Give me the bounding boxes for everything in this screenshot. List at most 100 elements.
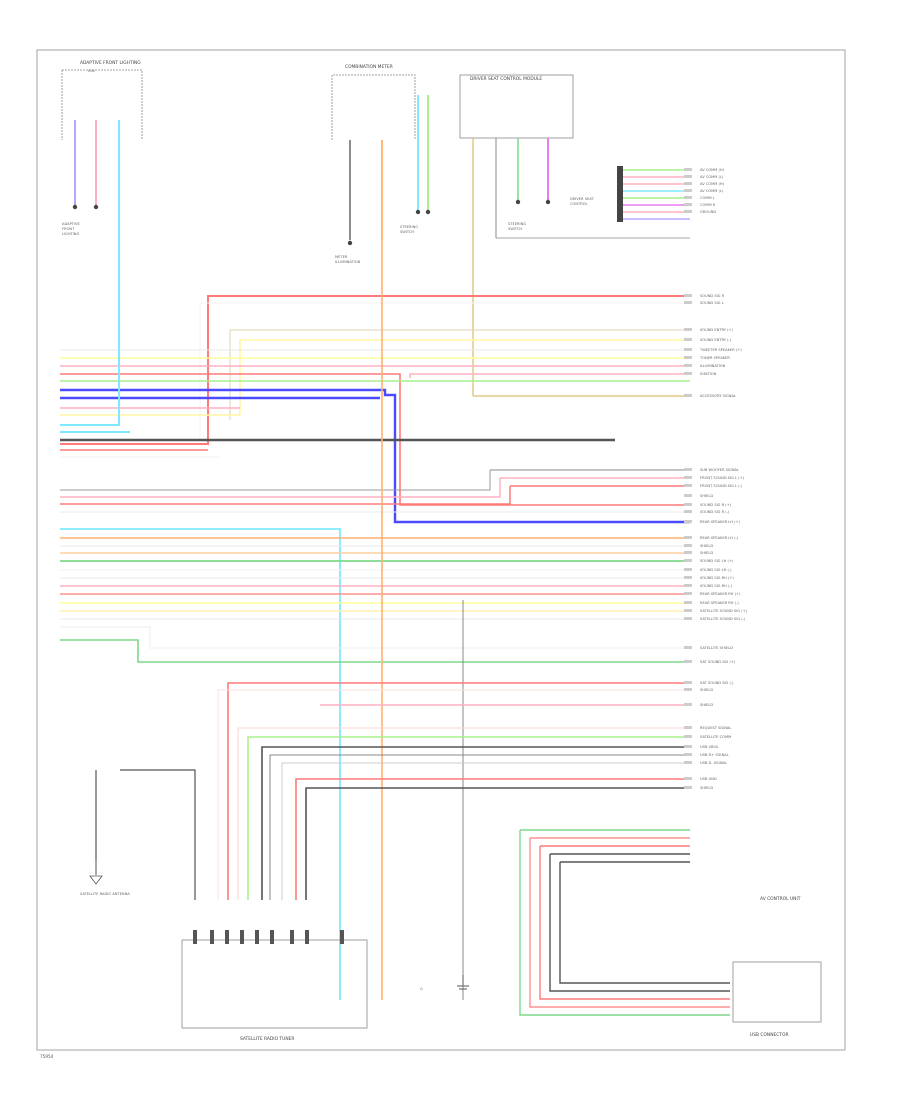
satellite-antenna: SATELLITE RADIO ANTENNA: [80, 860, 130, 896]
page-number: 75954: [40, 1054, 54, 1059]
main-harness: [60, 160, 690, 1000]
svg-text:FRONT: FRONT: [62, 227, 75, 231]
pin-terminal: [684, 338, 692, 341]
pin-terminal: [684, 568, 692, 571]
pin-terminal: [684, 726, 692, 729]
pin-label: USB D- SIGNAL: [700, 761, 727, 765]
pin-terminal: [684, 703, 692, 706]
pin-terminal: [684, 544, 692, 547]
pin-terminal: [684, 745, 692, 748]
pin-label: SOUND SIG L: [700, 301, 724, 305]
pin-label: AV COMM (H): [700, 182, 725, 186]
top-mid-unit-label: COMBINATION METER: [345, 64, 393, 70]
pin-terminal: [684, 735, 692, 738]
svg-text:DRIVER SEAT: DRIVER SEAT: [570, 197, 594, 201]
top-right-unit-label: DRIVER SEAT CONTROL MODULE: [470, 76, 542, 82]
pin-terminal: [684, 196, 692, 199]
pin-label: FRONT SOUND SIG L (+): [700, 476, 745, 480]
svg-text:ILLUMINATION: ILLUMINATION: [335, 260, 361, 264]
pin-label: USB VBUS: [700, 745, 719, 749]
svg-text:METER: METER: [335, 255, 348, 259]
pin-terminal: [684, 356, 692, 359]
pin-label: SATELLITE SOUND SIG (+): [700, 609, 748, 613]
right-comm-block: [496, 166, 690, 239]
bottom-right-unit: USB CONNECTOR: [732, 961, 822, 1038]
pin-terminal: [684, 468, 692, 471]
pin-label: AV COMM (H): [700, 168, 725, 172]
top-mid-unit: COMBINATION METER METER ILLUMINATION STE…: [331, 64, 431, 264]
pin-terminal: [684, 476, 692, 479]
pin-label: IGNITION: [700, 372, 717, 376]
pin-label: SHIELD: [700, 688, 713, 692]
pin-terminal: [684, 761, 692, 764]
pin-terminal: [684, 203, 692, 206]
pin-terminal: [684, 609, 692, 612]
pin-terminal: [684, 328, 692, 331]
diagram-frame: [36, 49, 846, 1051]
svg-text:SWITCH: SWITCH: [508, 227, 522, 231]
svg-text:STEERING: STEERING: [400, 225, 418, 229]
pin-label: SOUND SIG R (+): [700, 503, 732, 507]
pin-label: SAT SOUND SIG (-): [700, 681, 734, 685]
ground-label: G: [420, 987, 423, 991]
svg-text:IGN: IGN: [88, 69, 95, 73]
pin-label: SHIELD: [700, 786, 713, 790]
pin-terminal: [684, 660, 692, 663]
pin-terminal: [684, 348, 692, 351]
pin-terminal: [684, 536, 692, 539]
pin-terminal: [684, 503, 692, 506]
pin-label: SOUND ENTRY (+): [700, 328, 734, 332]
pin-label: USB GND: [700, 777, 717, 781]
pin-label: TWEETER SPEAKER (+): [699, 348, 742, 352]
pin-terminal: [684, 576, 692, 579]
pin-label: TONER SPEAKER: [699, 356, 730, 360]
pin-terminal: [684, 175, 692, 178]
svg-text:LIGHTING: LIGHTING: [62, 232, 79, 236]
pin-label: REQUEST SIGNAL: [700, 726, 731, 730]
pin-terminal: [684, 646, 692, 649]
pin-label: SOUND SIG RH (+): [700, 576, 734, 580]
pin-label: REAR SPEAKER LH (+): [700, 520, 741, 524]
av-control-unit-label: AV CONTROL UNIT: [760, 896, 801, 902]
pin-terminal: [684, 617, 692, 620]
pin-label: AV COMM (L): [700, 175, 724, 179]
pin-terminal: [684, 494, 692, 497]
pin-label: SHIELD: [700, 544, 713, 548]
pin-label: SOUND SIG R: [700, 294, 725, 298]
svg-text:ADAPTIVE: ADAPTIVE: [62, 222, 81, 226]
right-pin-labels: AV COMM (H)AV COMM (L)AV COMM (H)AV COMM…: [684, 168, 748, 790]
pin-label: REAR SPEAKER RH (-): [700, 601, 739, 605]
pin-label: GROUND: [700, 210, 716, 214]
bottom-left-unit: SATELLITE RADIO TUNER: [181, 930, 368, 1042]
pin-terminal: [684, 210, 692, 213]
pin-terminal: [684, 364, 692, 367]
pin-label: SOUND SIG LH (+): [700, 559, 734, 563]
pin-label: REAR SPEAKER RH (+): [700, 592, 741, 596]
pin-terminal: [684, 520, 692, 523]
svg-text:STEERING: STEERING: [508, 222, 526, 226]
top-left-unit-label: ADAPTIVE FRONT LIGHTING: [80, 60, 141, 66]
pin-label: ILLUMINATION: [700, 364, 726, 368]
svg-text:CONTROL: CONTROL: [570, 202, 588, 206]
pin-terminal: [684, 786, 692, 789]
pin-terminal: [684, 601, 692, 604]
pin-terminal: [684, 753, 692, 756]
pin-label: ACCESSORY SIGNAL: [700, 394, 736, 398]
antenna-label: SATELLITE RADIO ANTENNA: [80, 892, 130, 896]
ground: G: [420, 975, 469, 991]
pin-label: USB D+ SIGNAL: [700, 753, 729, 757]
av-control-unit: AV CONTROL UNIT: [519, 829, 801, 1016]
pin-terminal: [684, 301, 692, 304]
pin-label: FRONT SOUND SIG L (-): [700, 484, 743, 488]
pin-terminal: [684, 592, 692, 595]
pin-terminal: [684, 372, 692, 375]
pin-label: SATELLITE COMM: [700, 735, 731, 739]
top-left-unit: ADAPTIVE FRONT LIGHTING IGN ADAPTIVE FRO…: [61, 60, 143, 236]
bottom-left-unit-label: SATELLITE RADIO TUNER: [240, 1036, 294, 1042]
pin-terminal: [684, 688, 692, 691]
pin-label: SHIELD: [700, 494, 713, 498]
pin-label: SOUND SIG LH (-): [700, 568, 732, 572]
pin-label: SHIELD: [700, 703, 713, 707]
pin-terminal: [684, 777, 692, 780]
